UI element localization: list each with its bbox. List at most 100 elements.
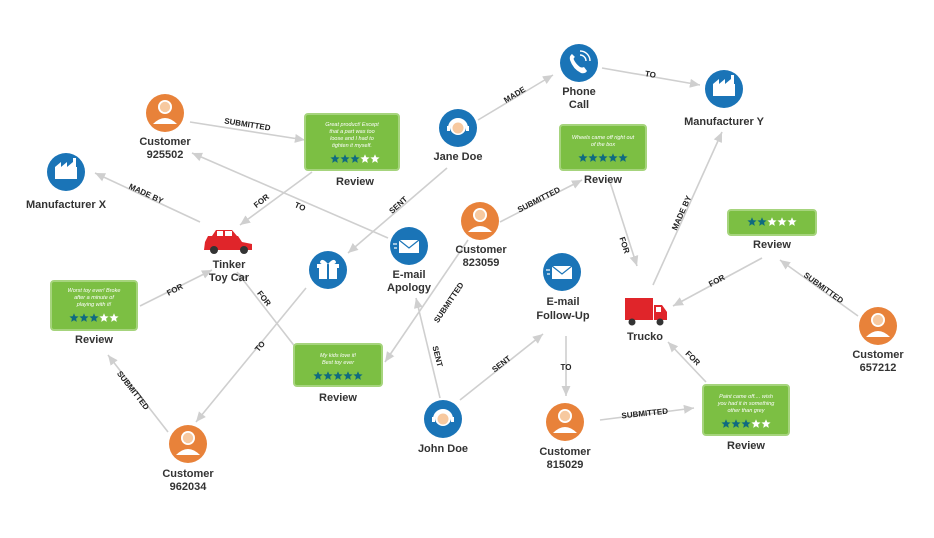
car-icon — [204, 230, 252, 254]
review-label: Review — [753, 239, 791, 251]
star-filled-icon — [89, 313, 99, 322]
customer-label-line2: 962034 — [170, 481, 208, 493]
manufacturer-y-node[interactable]: Manufacturer Y — [684, 70, 765, 128]
customer-label-line2: 925502 — [147, 149, 184, 161]
customer-node-823059[interactable]: Customer 823059 — [455, 202, 507, 269]
edge-line-e2 — [191, 152, 389, 239]
edge-label-e11: FOR — [707, 273, 726, 289]
review-card-r1[interactable]: Great product! Except that a part was to… — [304, 113, 400, 188]
star-filled-icon — [330, 154, 340, 163]
star-empty-icon — [370, 154, 380, 163]
review-text: that a part was too — [329, 129, 374, 135]
email-followup-node[interactable]: E-mail Follow-Up — [536, 253, 590, 322]
review-card-r5[interactable]: My kids love it! Best toy ever Review — [293, 343, 383, 404]
review-card-r4[interactable]: Worst toy ever! Broke after a minute of … — [50, 280, 138, 346]
trucko-node[interactable]: Trucko — [625, 298, 667, 343]
person-icon — [153, 100, 177, 124]
review-label: Review — [727, 440, 765, 452]
star-rating — [747, 217, 797, 226]
edge-label-e20: TO — [561, 363, 572, 372]
factory-icon — [55, 158, 77, 179]
star-rating — [578, 153, 628, 162]
customer-node-962034[interactable]: Customer 962034 — [162, 425, 214, 493]
review-card-r2[interactable]: Wheels came off right out of the box Rev… — [559, 124, 647, 186]
headset-agent-icon — [432, 409, 454, 426]
review-label: Review — [584, 174, 622, 186]
star-rating — [330, 154, 380, 163]
manufacturer-x-node[interactable]: Manufacturer X — [26, 153, 107, 211]
review-text: after a minute of — [74, 295, 114, 301]
edge-line-e7 — [601, 67, 701, 88]
star-filled-icon — [343, 371, 353, 380]
star-empty-icon — [787, 217, 797, 226]
person-icon — [468, 208, 492, 232]
star-filled-icon — [741, 419, 751, 428]
star-empty-icon — [99, 313, 109, 322]
phone-call-node[interactable]: Phone Call — [560, 44, 598, 111]
edge-label-e14: FOR — [165, 282, 184, 298]
review-card-r6[interactable]: Paint came off.... wish you had it in so… — [702, 384, 790, 452]
email-apology-node[interactable]: E-mail Apology — [387, 227, 432, 294]
star-filled-icon — [333, 371, 343, 380]
star-filled-icon — [618, 153, 628, 162]
customer-node-925502[interactable]: Customer 925502 — [139, 94, 191, 161]
review-label: Review — [319, 392, 357, 404]
customer-node-657212[interactable]: Customer 657212 — [852, 307, 904, 374]
jane-doe-label: Jane Doe — [434, 151, 483, 163]
edge-label-e10: MADE BY — [670, 194, 693, 232]
john-doe-label: John Doe — [418, 443, 468, 455]
edge-label-e19: SENT — [490, 354, 512, 374]
john-doe-node[interactable]: John Doe — [418, 400, 468, 455]
tinker-toy-car-node[interactable]: Tinker Toy Car — [204, 230, 252, 284]
review-text: other than grey — [728, 408, 766, 414]
email-followup-label-line2: Follow-Up — [536, 310, 589, 322]
review-text: of the box — [591, 142, 615, 148]
person-icon — [866, 313, 890, 337]
star-filled-icon — [323, 371, 333, 380]
customer-label-line1: Customer — [539, 446, 591, 458]
edge-line-e5 — [347, 167, 448, 254]
edge-label-e2: TO — [293, 200, 307, 213]
edge-line-e6 — [477, 74, 554, 121]
edge-line-e8 — [499, 179, 583, 223]
review-card-r3[interactable]: Review — [727, 209, 817, 251]
edge-line-e22 — [236, 271, 297, 349]
edge-line-e15 — [107, 354, 169, 433]
edge-label-e13: FOR — [684, 349, 703, 367]
manufacturer-y-label: Manufacturer Y — [684, 116, 765, 128]
email-apology-label-line1: E-mail — [392, 269, 425, 281]
edges — [94, 67, 859, 433]
star-filled-icon — [353, 371, 363, 380]
gift-node[interactable] — [309, 251, 347, 289]
star-rating — [313, 371, 363, 380]
edge-label-e15: SUBMITTED — [115, 369, 151, 411]
tinker-toy-car-label-line1: Tinker — [213, 259, 247, 271]
customer-label-line1: Customer — [852, 349, 904, 361]
star-filled-icon — [608, 153, 618, 162]
review-text: Paint came off.... wish — [719, 394, 773, 400]
edge-line-e3 — [239, 171, 313, 226]
edge-line-e9 — [609, 181, 639, 267]
edge-line-e11 — [672, 257, 763, 307]
customer-node-815029[interactable]: Customer 815029 — [539, 403, 591, 471]
edge-label-e5: SENT — [387, 195, 409, 216]
edge-label-e17: SUBMITTED — [432, 281, 466, 325]
jane-doe-node[interactable]: Jane Doe — [434, 109, 483, 163]
review-text: playing with it! — [76, 302, 112, 308]
edge-line-e17 — [384, 239, 469, 363]
star-empty-icon — [777, 217, 787, 226]
edge-line-e19 — [459, 333, 544, 401]
star-filled-icon — [79, 313, 89, 322]
edge-line-e12 — [779, 259, 859, 317]
email-followup-label-line1: E-mail — [546, 296, 579, 308]
review-text: Worst toy ever! Broke — [68, 288, 121, 294]
review-text: loose and I had to — [330, 136, 374, 142]
person-icon — [176, 431, 200, 455]
person-icon — [553, 409, 577, 433]
customer-label-line2: 823059 — [463, 257, 500, 269]
edge-label-e21: SUBMITTED — [621, 407, 669, 421]
customer-label-line1: Customer — [455, 244, 507, 256]
edge-line-e4 — [94, 172, 201, 223]
star-filled-icon — [598, 153, 608, 162]
